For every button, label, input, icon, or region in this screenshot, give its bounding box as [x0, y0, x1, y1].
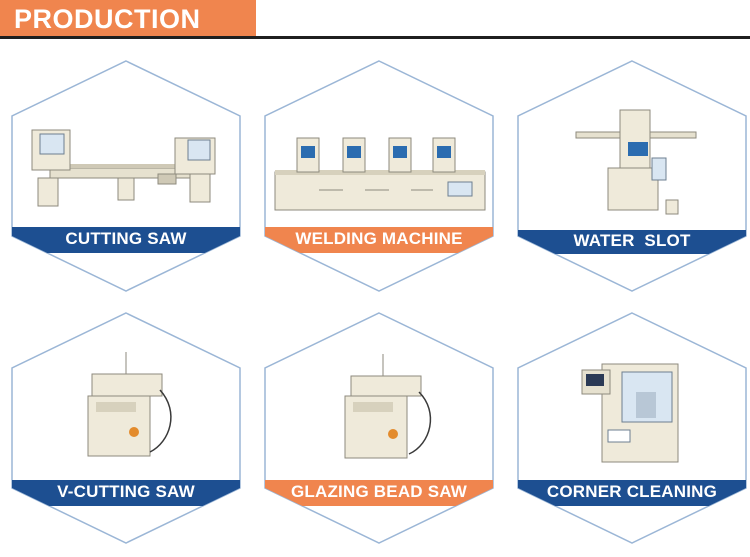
section-title: PRODUCTION LINE [0, 0, 256, 72]
product-label-water-slot: WATER SLOT [573, 231, 691, 250]
product-card-cutting-saw[interactable]: CUTTING SAW [10, 60, 242, 292]
product-card-v-cutting-saw[interactable]: V-CUTTING SAW [10, 312, 242, 544]
product-label-corner-cleaning: CORNER CLEANING [546, 482, 718, 501]
product-card-corner-cleaning[interactable]: CORNER CLEANING [516, 312, 748, 544]
welding-machine-illustration [264, 60, 494, 292]
corner-cleaning-illustration [517, 312, 747, 544]
product-label-v-cutting-saw: V-CUTTING SAW [57, 482, 195, 501]
product-label-cutting-saw: CUTTING SAW [65, 229, 187, 248]
cutting-saw-illustration [11, 60, 241, 292]
product-label-glazing-bead-saw: GLAZING BEAD SAW [290, 482, 468, 501]
product-card-welding-machine[interactable]: WELDING MACHINE [263, 60, 495, 292]
v-cutting-saw-illustration [11, 312, 241, 544]
product-card-water-slot[interactable]: WATER SLOT [516, 60, 748, 292]
water-slot-illustration [517, 60, 747, 292]
product-label-welding-machine: WELDING MACHINE [295, 229, 463, 248]
glazing-bead-saw-illustration [264, 312, 494, 544]
product-card-glazing-bead-saw[interactable]: GLAZING BEAD SAW [263, 312, 495, 544]
header-divider [0, 36, 750, 39]
